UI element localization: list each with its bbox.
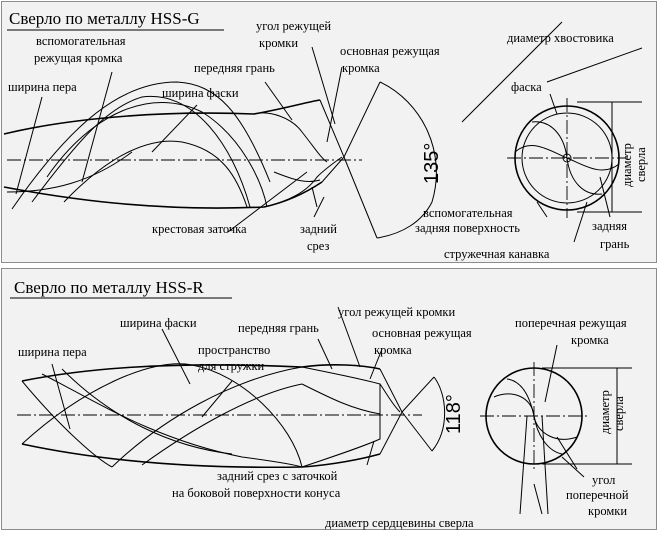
label-chip-space: пространство <box>198 343 270 357</box>
hss-r-diagram: Сверло по металлу HSS-R 118° <box>10 278 632 530</box>
label-back-cut-2: на боковой поверхности конуса <box>172 486 341 500</box>
label-cross-angle-3: кромки <box>588 504 627 518</box>
label-cut-angle: угол режущей кромки <box>338 305 456 319</box>
label-main-edge-2: кромка <box>374 343 412 357</box>
label-back-cut-2: срез <box>307 239 329 253</box>
label-aux-edge: вспомогательная <box>36 34 126 48</box>
label-front-face: передняя грань <box>238 321 319 335</box>
label-flute: стружечная канавка <box>444 247 550 261</box>
label-chamfer-width: ширина фаски <box>162 86 239 100</box>
label-cut-angle: угол режущей <box>256 19 331 33</box>
label-drill-diameter: диаметр <box>598 390 612 434</box>
hss-g-panel: Сверло по металлу HSS-G 135° <box>1 1 657 263</box>
label-cross-angle-2: поперечной <box>566 488 629 502</box>
label-main-edge-2: кромка <box>342 61 380 75</box>
label-aux-back-2: задняя поверхность <box>415 221 520 235</box>
hss-r-leaders <box>51 306 585 515</box>
label-drill-diameter-2: сверла <box>634 147 648 182</box>
hss-g-drill-body <box>3 81 345 210</box>
hss-r-end-view <box>480 362 632 515</box>
hss-r-angle-label: 118° <box>443 394 465 434</box>
label-drill-diameter-2: сверла <box>612 396 626 431</box>
label-cross-edge-2: кромка <box>571 333 609 347</box>
label-back-cut: задний <box>300 222 337 236</box>
label-width-feather: ширина пера <box>8 80 77 94</box>
label-chamfer-width: ширина фаски <box>120 316 197 330</box>
hss-r-point-angle: 118° <box>401 376 465 452</box>
label-width-feather: ширина пера <box>18 345 87 359</box>
hss-r-panel: Сверло по металлу HSS-R 118° <box>1 268 657 530</box>
hss-g-angle-label: 135° <box>421 143 443 184</box>
label-front-face: передняя грань <box>194 61 275 75</box>
hss-g-end-view <box>461 21 643 218</box>
label-back-face: задняя <box>592 219 627 233</box>
label-cross-angle: угол <box>592 473 615 487</box>
hss-g-leaders <box>15 46 611 243</box>
hss-g-point-angle: 135° <box>343 81 443 239</box>
label-cross-edge: поперечная режущая <box>515 316 627 330</box>
label-cross-sharpen: крестовая заточка <box>152 222 247 236</box>
hss-r-drill-body <box>21 363 403 469</box>
label-aux-edge-2: режущая кромка <box>34 51 123 65</box>
label-chamfer: фаска <box>511 80 542 94</box>
hss-g-diagram: Сверло по металлу HSS-G 135° <box>3 9 648 261</box>
label-chip-space-2: для стружки <box>198 359 265 373</box>
label-main-edge: основная режущая <box>372 326 472 340</box>
label-core-diameter: диаметр сердцевины сверла <box>325 516 474 530</box>
label-main-edge: основная режущая <box>340 44 440 58</box>
hss-r-title: Сверло по металлу HSS-R <box>14 278 204 297</box>
label-shank-diameter: диаметр хвостовика <box>507 31 614 45</box>
label-drill-diameter: диаметр <box>620 143 634 187</box>
label-cut-angle-2: кромки <box>259 36 298 50</box>
label-back-cut: задний срез с заточкой <box>217 469 338 483</box>
label-aux-back: вспомогательная <box>423 206 513 220</box>
label-back-face-2: грань <box>600 237 630 251</box>
hss-g-title: Сверло по металлу HSS-G <box>9 9 200 28</box>
